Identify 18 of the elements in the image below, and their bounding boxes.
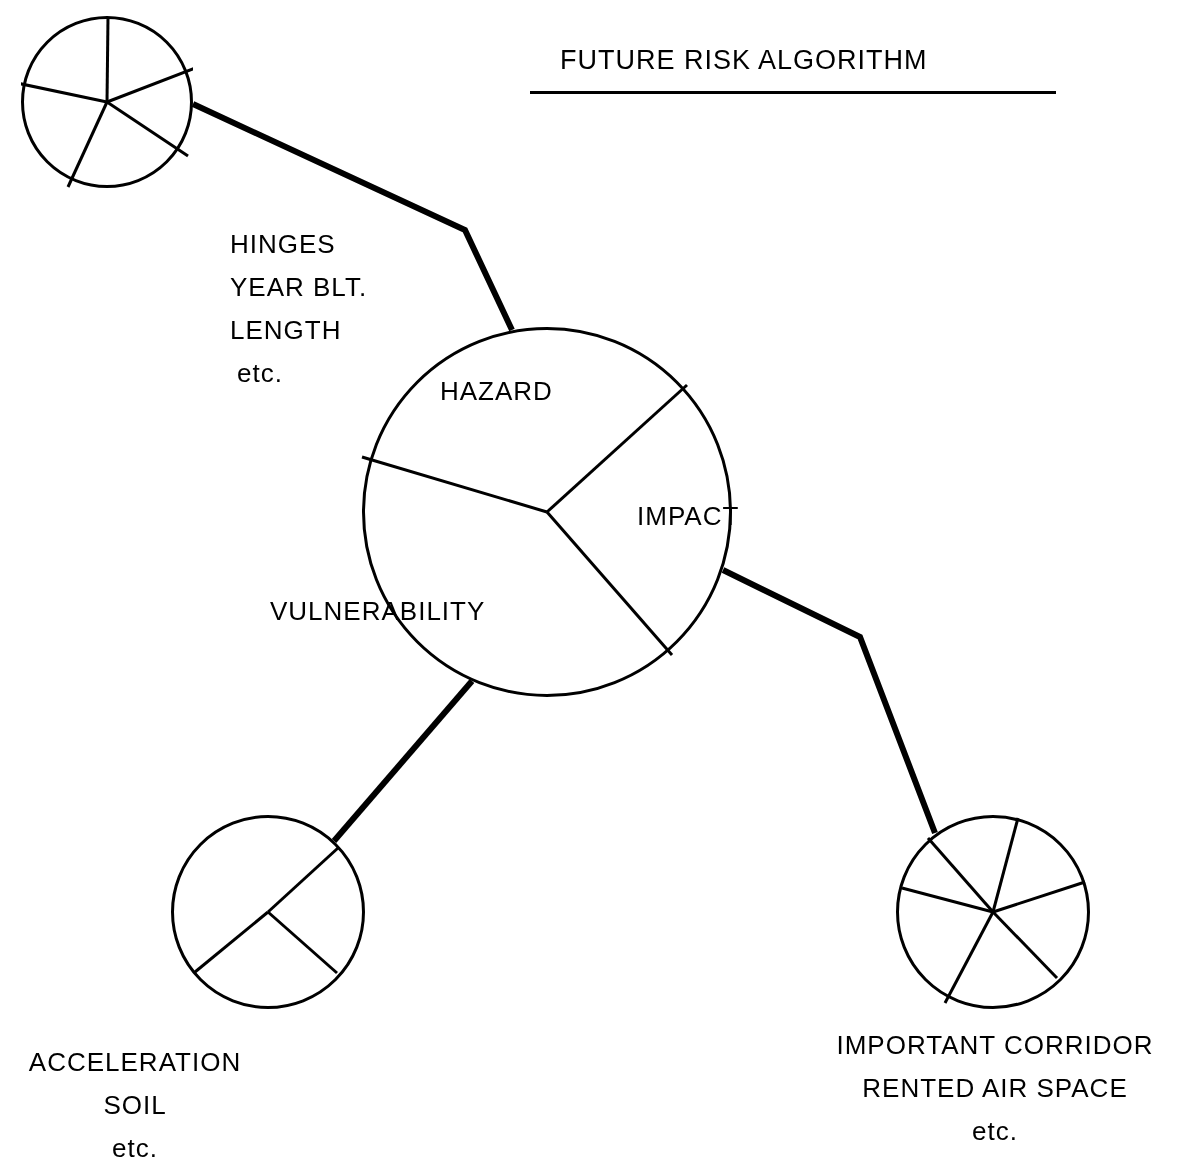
factor-label: ACCELERATION [27, 1046, 243, 1079]
factor-label: SOIL [102, 1089, 168, 1122]
sector-label: HAZARD [440, 375, 553, 408]
factor-label: etc. [237, 357, 283, 390]
factor-label: RENTED AIR SPACE [861, 1072, 1129, 1105]
pie-circle [171, 815, 365, 1009]
connector-line [331, 679, 475, 843]
diagram-title: FUTURE RISK ALGORITHM [530, 40, 1056, 94]
factor-label: YEAR BLT. [230, 271, 368, 304]
connector-line [721, 567, 938, 835]
factor-label: etc. [111, 1132, 159, 1165]
factor-label: etc. [971, 1115, 1019, 1148]
factor-label: IMPORTANT CORRIDOR [835, 1029, 1155, 1062]
pie-circle [896, 815, 1090, 1009]
pie-circle [21, 16, 193, 188]
connector-line [191, 101, 515, 332]
factor-label: LENGTH [230, 314, 342, 347]
factor-label: HINGES [230, 228, 336, 261]
